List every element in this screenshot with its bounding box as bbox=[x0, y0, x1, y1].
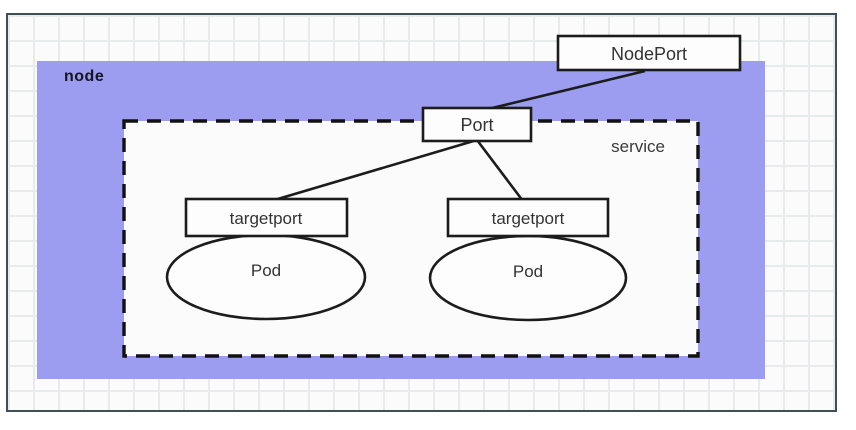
port-label: Port bbox=[460, 115, 493, 135]
targetport-right-label: targetport bbox=[492, 209, 565, 228]
nodeport-label: NodePort bbox=[611, 44, 687, 64]
edge-port-targetport-right bbox=[475, 139, 525, 202]
node-label: node bbox=[64, 68, 105, 85]
port-box bbox=[421, 106, 533, 143]
service-label: service bbox=[611, 137, 665, 156]
targetport-left-box bbox=[184, 197, 349, 238]
edge-port-targetport-left bbox=[270, 138, 478, 203]
pod-right-label: Pod bbox=[513, 262, 543, 281]
targetport-right-box bbox=[446, 197, 610, 238]
service-boundary bbox=[122, 119, 700, 358]
targetport-left-label: targetport bbox=[230, 209, 303, 228]
edge-nodeport-port bbox=[487, 69, 646, 111]
nodeport-box bbox=[556, 34, 742, 72]
pod-left-label: Pod bbox=[251, 261, 281, 280]
